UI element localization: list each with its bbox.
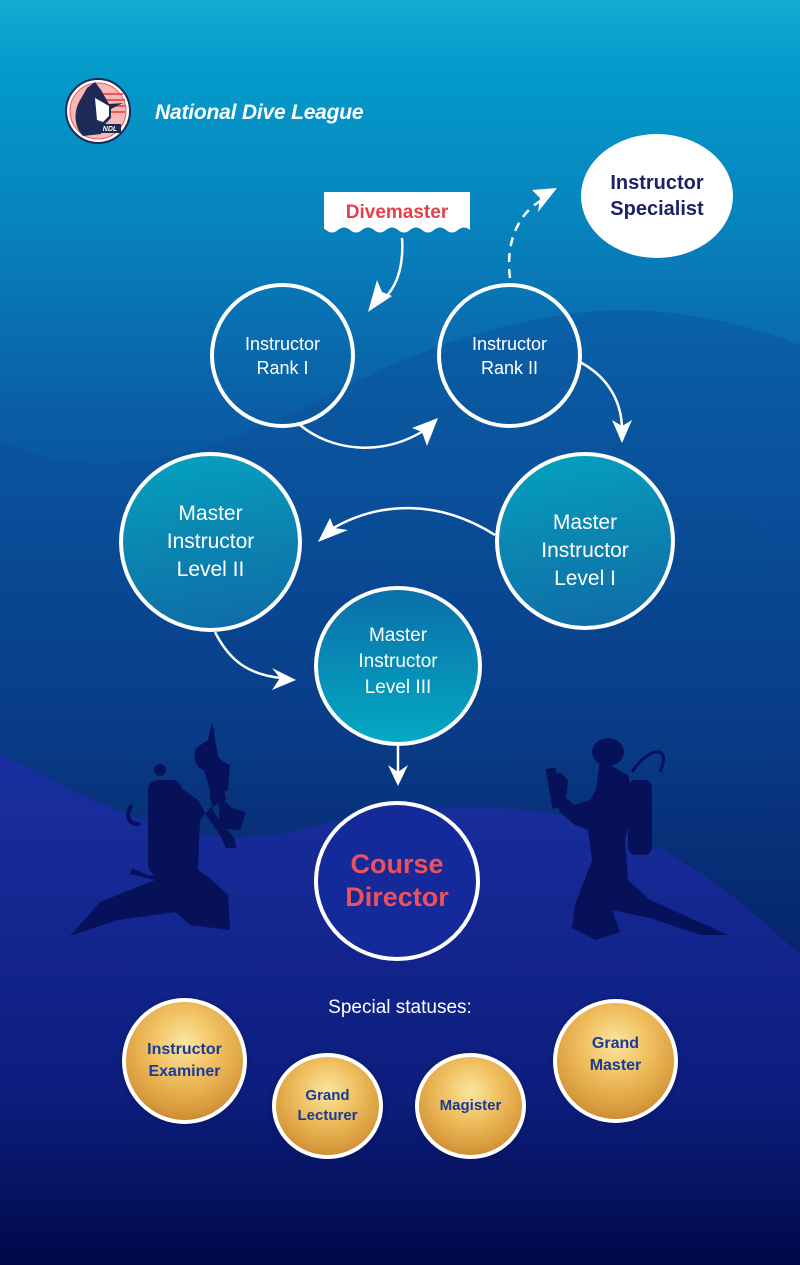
node-line: Instructor: [166, 530, 255, 553]
node-line: Specialist: [610, 198, 704, 220]
node-line: Master: [178, 502, 243, 525]
node-line: Level III: [364, 677, 432, 698]
node-line: Rank I: [256, 357, 309, 378]
status-line: Examiner: [148, 1063, 221, 1080]
brand-name: National Dive League: [155, 101, 364, 124]
divemaster-label: Divemaster: [345, 202, 449, 223]
status-line: Grand: [305, 1087, 350, 1104]
status-line: Lecturer: [297, 1107, 358, 1124]
special-statuses-title: Special statuses:: [328, 997, 472, 1018]
divemaster-banner[interactable]: Divemaster: [316, 192, 470, 240]
node-line: Instructor: [358, 651, 438, 672]
status-line: Master: [589, 1057, 642, 1074]
logo-text: NDL: [103, 126, 117, 133]
status-line: Grand: [591, 1035, 640, 1052]
node-line: Rank II: [480, 357, 539, 378]
node-line: Master: [552, 511, 618, 534]
node-line: Level I: [554, 567, 616, 590]
logo[interactable]: NDL: [65, 78, 131, 144]
status-line: Instructor: [147, 1041, 222, 1058]
status-magister[interactable]: Magister: [415, 1053, 526, 1159]
node-line: Instructor: [244, 333, 321, 354]
left-diver-silhouette-icon: [70, 722, 246, 936]
node-line: Course: [350, 849, 444, 879]
node-line: Instructor: [541, 539, 629, 562]
node-line: Director: [345, 882, 449, 912]
node-line: Instructor: [471, 333, 548, 354]
status-line: Magister: [439, 1097, 502, 1114]
node-line: Master: [368, 625, 428, 646]
banner-shape: [316, 192, 470, 233]
node-line: Instructor: [610, 172, 704, 194]
node-line: Level II: [176, 558, 245, 581]
deep-fade: [0, 1100, 800, 1265]
right-diver-silhouette-icon: [545, 738, 728, 940]
